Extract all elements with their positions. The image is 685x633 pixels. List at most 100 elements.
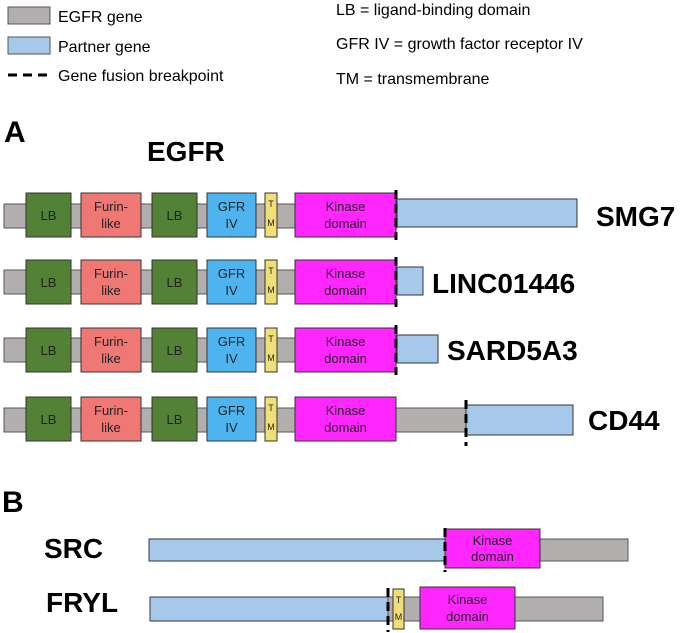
lb-domain-1 [25,327,72,373]
kinase-label-1: Kinase [326,403,366,418]
legend-partner-swatch [7,36,51,55]
gene-row-fryl: T M Kinase domain FRYL [46,586,604,632]
lb-label-1: LB [41,208,57,223]
partner-gene-label: SARD5A3 [447,335,578,366]
partner-gene-label: CD44 [588,405,660,436]
panel-a-label: A [4,116,26,149]
gfr-label-2: IV [225,216,238,231]
kinase-label-2: domain [471,549,514,564]
lb-domain-2 [151,259,198,305]
kinase-label-1: Kinase [326,334,366,349]
partner-gene-label: LINC01446 [432,268,575,299]
gene-label-fryl: FRYL [46,587,118,618]
legend: EGFR gene Partner gene Gene fusion break… [7,2,583,88]
partner-gene-label: SMG7 [596,201,675,232]
gfr-domain [206,192,257,238]
tm-label-2: M [267,218,275,228]
kinase-domain [294,327,397,373]
partner-segment [465,404,574,436]
kinase-domain [294,259,397,305]
gfr-domain [206,259,257,305]
lb-label-2: LB [167,275,183,290]
gfr-label-2: IV [225,283,238,298]
furin-label-2: like [101,216,121,231]
lb-domain-1 [25,396,72,442]
kinase-label-2: domain [324,351,367,366]
gfr-label-2: IV [225,420,238,435]
kinase-label-1: Kinase [326,199,366,214]
legend-egfr-label: EGFR gene [58,9,143,26]
tm-label-2: M [267,353,275,363]
tm-label-2: M [267,422,275,432]
egfr-title: EGFR [147,136,225,167]
gfr-label-2: IV [225,351,238,366]
furin-label-1: Furin- [94,266,128,281]
gfr-label-1: GFR [218,199,245,214]
tm-label-1: T [268,334,274,344]
tm-domain [264,259,278,305]
legend-gfr-definition: GFR IV = growth factor receptor IV [336,36,583,53]
gene-row-src: Kinase domain SRC [44,528,629,572]
furin-label-1: Furin- [94,334,128,349]
lb-domain-2 [151,396,198,442]
fusion-row-linc01446: LB Furin- like LB GFR IV T M Kinase doma… [3,257,575,307]
furin-domain [80,192,142,238]
lb-label-1: LB [41,343,57,358]
kinase-domain [419,586,516,630]
furin-domain [80,259,142,305]
kinase-label-1: Kinase [326,266,366,281]
gfr-label-1: GFR [218,266,245,281]
fusion-row-cd44: LB Furin- like LB GFR IV T M Kinase doma… [3,396,660,446]
tm-domain [264,396,278,442]
tm-domain [264,192,278,238]
partner-segment [149,596,389,622]
fusion-row-smg7: LB Furin- like LB GFR IV T M Kinase doma… [3,190,675,240]
gfr-label-1: GFR [218,403,245,418]
furin-label-2: like [101,283,121,298]
partner-segment [396,266,424,296]
gene-label-src: SRC [44,533,103,564]
legend-lb-definition: LB = ligand-binding domain [336,2,530,19]
legend-partner-label: Partner gene [58,39,151,56]
furin-label-2: like [101,420,121,435]
kinase-label-2: domain [446,609,489,624]
kinase-label-2: domain [324,216,367,231]
kinase-label-2: domain [324,420,367,435]
tm-label-1: T [268,199,274,209]
tm-label-2: M [267,285,275,295]
furin-domain [80,327,142,373]
lb-domain-2 [151,192,198,238]
lb-label-2: LB [167,412,183,427]
kinase-label-1: Kinase [448,592,488,607]
tm-domain [392,588,405,630]
lb-label-2: LB [167,208,183,223]
lb-label-1: LB [41,275,57,290]
partner-segment [148,538,446,562]
legend-tm-definition: TM = transmembrane [336,71,489,88]
tm-label-1: T [268,403,274,413]
tm-domain [264,327,278,373]
tm-label-1: T [396,595,402,605]
gfr-domain [206,396,257,442]
panel-b-label: B [2,486,24,519]
furin-label-2: like [101,351,121,366]
gfr-domain [206,327,257,373]
tm-label-1: T [268,266,274,276]
lb-domain-1 [25,192,72,238]
gfr-label-1: GFR [218,334,245,349]
kinase-domain [444,528,541,569]
furin-label-1: Furin- [94,199,128,214]
kinase-domain [294,192,397,238]
legend-egfr-swatch [7,6,51,25]
lb-label-2: LB [167,343,183,358]
tm-label-2: M [395,612,403,622]
lb-label-1: LB [41,412,57,427]
kinase-label-2: domain [324,283,367,298]
partner-segment [396,198,578,228]
legend-breakpoint-label: Gene fusion breakpoint [58,68,224,85]
partner-segment [396,334,439,364]
fusion-row-sard5a3: LB Furin- like LB GFR IV T M Kinase doma… [3,325,578,375]
lb-domain-1 [25,259,72,305]
furin-label-1: Furin- [94,403,128,418]
